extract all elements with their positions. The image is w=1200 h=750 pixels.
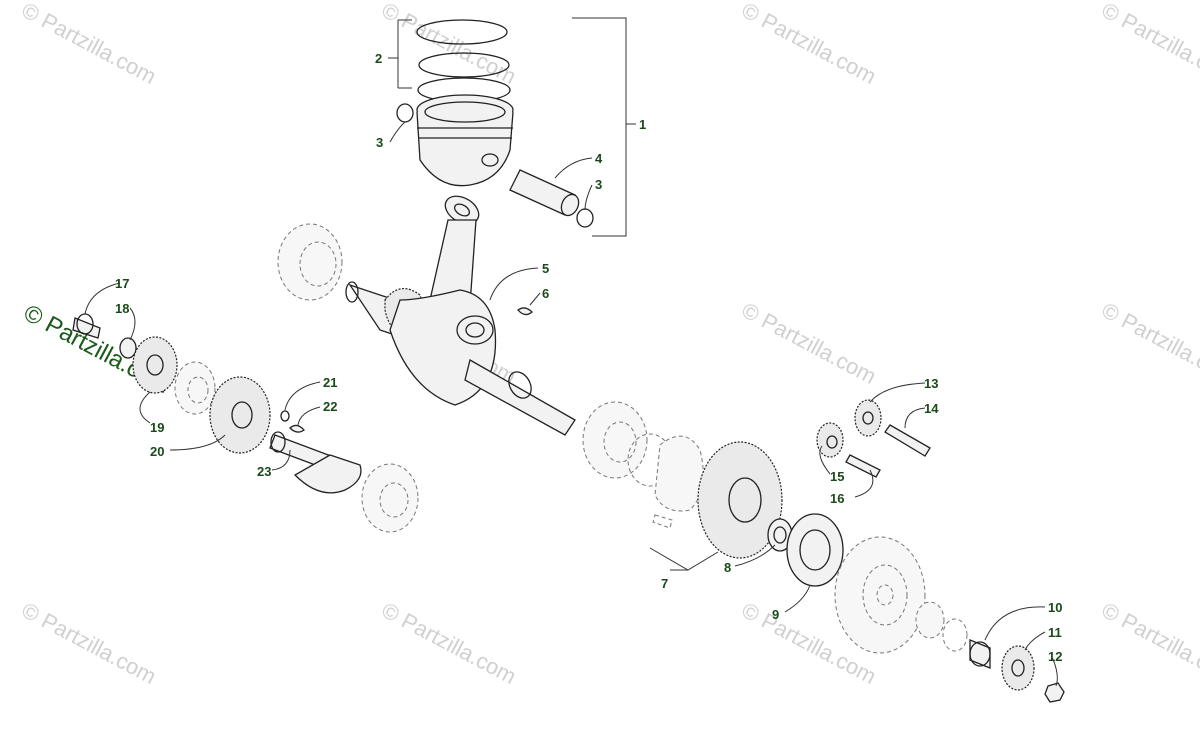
callout-15[interactable]: 15 [830, 469, 844, 484]
callout-21[interactable]: 21 [323, 375, 337, 390]
callout-12[interactable]: 12 [1048, 649, 1062, 664]
callout-16[interactable]: 16 [830, 491, 844, 506]
callout-3[interactable]: 3 [376, 135, 383, 150]
callout-20[interactable]: 20 [150, 444, 164, 459]
callout-8[interactable]: 8 [724, 560, 731, 575]
watermark: © Partzilla.com [378, 0, 521, 89]
callout-19[interactable]: 19 [150, 420, 164, 435]
gear-icon [1001, 645, 1035, 691]
drive-gear-icon [132, 336, 178, 394]
piston-icon [416, 94, 514, 187]
watermark: © Partzilla.com [738, 297, 881, 389]
callout-13[interactable]: 13 [924, 376, 938, 391]
circlip-icon [942, 618, 968, 652]
callout-18[interactable]: 18 [115, 301, 129, 316]
callout-23[interactable]: 23 [257, 464, 271, 479]
starter-gear-icon [697, 441, 783, 559]
spacer-icon [969, 639, 991, 669]
callout-11[interactable]: 11 [1048, 625, 1062, 640]
shaft-icon [884, 424, 931, 457]
nut-icon [1044, 682, 1065, 703]
bearing-icon [361, 463, 419, 533]
balance-shaft-icon [269, 431, 362, 494]
circlip-icon [396, 103, 414, 123]
key-icon [289, 424, 305, 433]
crankshaft-icon [345, 281, 576, 436]
piston-pin-icon [509, 169, 580, 217]
callout-5[interactable]: 5 [542, 261, 549, 276]
watermark: © Partzilla.com [1098, 297, 1200, 389]
idler-gear-icon [854, 399, 882, 437]
watermark: © Partzilla.com [18, 0, 161, 89]
bearing-icon [277, 223, 343, 301]
watermark: © Partzilla.com [378, 597, 521, 689]
bearing-icon [582, 401, 648, 479]
key-icon [280, 410, 290, 422]
bolt-icon [652, 514, 673, 529]
bearing-icon [915, 601, 945, 639]
callout-6[interactable]: 6 [542, 286, 549, 301]
watermark: © Partzilla.com [18, 597, 161, 689]
callout-4[interactable]: 4 [595, 151, 603, 166]
watermark: © Partzilla.com [1098, 597, 1200, 689]
balance-gear-icon [209, 376, 271, 454]
callout-14[interactable]: 14 [924, 401, 939, 416]
callout-10[interactable]: 10 [1048, 600, 1062, 615]
shaft-icon [845, 454, 881, 478]
callouts: 1 2 3 3 4 5 6 7 8 9 10 11 12 13 14 15 16… [115, 51, 1062, 664]
idler-gear-icon [816, 422, 844, 458]
washer-icon [119, 337, 137, 359]
watermarks: © Partzilla.com © Partzilla.com © Partzi… [18, 0, 1200, 689]
callout-22[interactable]: 22 [323, 399, 337, 414]
connecting-rod-icon [429, 195, 480, 306]
flywheel-icon [834, 536, 926, 654]
callout-9[interactable]: 9 [772, 607, 779, 622]
watermark: © Partzilla.com [1098, 0, 1200, 89]
callout-1[interactable]: 1 [639, 117, 646, 132]
callout-3[interactable]: 3 [595, 177, 602, 192]
leader-lines [84, 17, 1058, 687]
callout-2[interactable]: 2 [375, 51, 382, 66]
circlip-icon [576, 208, 594, 228]
callout-7[interactable]: 7 [661, 576, 668, 591]
retainer-plate-icon [654, 435, 704, 512]
callout-17[interactable]: 17 [115, 276, 129, 291]
woodruff-key-icon [517, 307, 533, 316]
bearing-icon [174, 361, 216, 415]
watermark: © Partzilla.com [738, 0, 881, 89]
one-way-clutch-icon [786, 513, 844, 587]
